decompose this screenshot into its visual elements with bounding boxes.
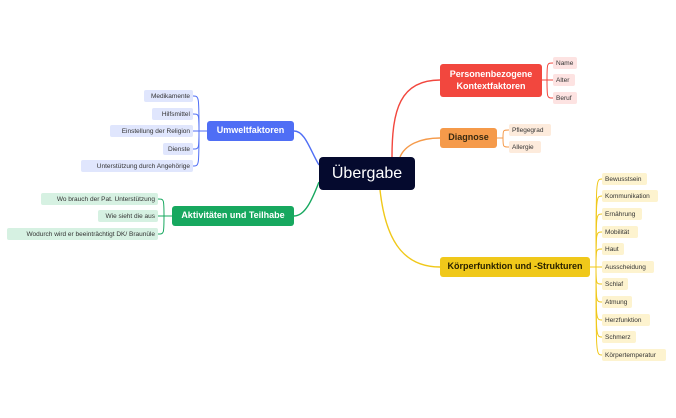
connector-personen-leaf-2 [546,79,554,99]
connector-koerper-leaf-10 [595,266,603,356]
branch-personenbezogene-kontextfaktoren[interactable]: Personenbezogene Kontextfaktoren [440,64,542,97]
leaf-schlaf[interactable]: Schlaf [602,278,628,290]
leaf-name[interactable]: Name [553,57,577,69]
leaf-hilfsmittel[interactable]: Hilfsmittel [152,108,193,120]
leaf-wodurch-wird-er-beeintraechtigt[interactable]: Wodurch wird er beeinträchtigt DK/ Braun… [7,228,158,240]
leaf-label: Ausscheidung [605,263,646,271]
branch-label-line-2: Kontextfaktoren [456,80,526,91]
leaf-koerpertemperatur[interactable]: Körpertemperatur [602,349,666,361]
connector-aktivitaeten-leaf-0 [157,198,165,217]
leaf-label: Herzfunktion [605,316,642,324]
branch-label: Umweltfaktoren [216,125,285,136]
leaf-atmung[interactable]: Atmung [602,296,632,308]
leaf-label: Alter [556,76,570,84]
branch-koerperfunktion-und-strukturen[interactable]: Körperfunktion und -Strukturen [440,257,590,277]
leaf-label: Beruf [556,94,572,102]
leaf-wo-brauch-der-pat-unterstuetzung[interactable]: Wo brauch der Pat. Unterstützung [41,193,158,205]
connector-umwelt-leaf-1 [192,113,200,132]
connector-umwelt-leaf-0 [192,95,200,132]
leaf-haut[interactable]: Haut [602,243,624,255]
leaf-label: Wie sieht die aus [105,212,156,220]
leaf-label: Schmerz [605,333,631,341]
connector-koerper-leaf-8 [595,266,603,321]
leaf-bewusstsein[interactable]: Bewusstsein [602,173,647,185]
leaf-medikamente[interactable]: Medikamente [144,90,193,102]
leaf-ernaehrung[interactable]: Ernährung [602,208,642,220]
branch-label: Aktivitäten und Teilhabe [181,210,285,221]
branch-diagnose[interactable]: Diagnose [440,128,497,148]
leaf-label: Ernährung [605,210,636,218]
leaf-label: Bewusstsein [605,175,642,183]
leaf-einstellung-der-religion[interactable]: Einstellung der Religion [110,125,193,137]
leaf-allergie[interactable]: Allergie [509,141,541,153]
leaf-label: Allergie [512,143,534,151]
leaf-label: Hilfsmittel [161,110,190,118]
leaf-kommunikation[interactable]: Kommunikation [602,190,658,202]
leaf-alter[interactable]: Alter [553,74,575,86]
branch-label: Körperfunktion und -Strukturen [447,261,583,272]
leaf-label: Name [556,59,574,67]
branch-label-line-1: Personenbezogene [449,69,533,80]
leaf-label: Pflegegrad [512,126,544,134]
leaf-label: Kommunikation [605,192,650,200]
leaf-schmerz[interactable]: Schmerz [602,331,636,343]
connector-umwelt-leaf-3 [192,130,200,150]
leaf-beruf[interactable]: Beruf [553,92,577,104]
leaf-label: Wodurch wird er beeinträchtigt DK/ Braun… [26,230,156,238]
leaf-label: Unterstützung durch Angehörige [96,162,190,170]
leaf-wie-sieht-die-aus[interactable]: Wie sieht die aus [98,210,158,222]
leaf-label: Mobilität [605,228,630,236]
branch-umweltfaktoren[interactable]: Umweltfaktoren [207,121,294,141]
connector-diagnose-leaf-1 [502,137,510,148]
connector-center-koerper [379,189,441,268]
leaf-herzfunktion[interactable]: Herzfunktion [602,314,650,326]
connector-center-umwelt [293,130,320,166]
connector-center-diagnose [399,137,441,158]
connector-center-personen [391,79,441,158]
connector-koerper-leaf-4 [595,248,603,268]
branch-aktivitaeten-und-teilhabe[interactable]: Aktivitäten und Teilhabe [172,206,294,226]
leaf-dienste[interactable]: Dienste [163,143,193,155]
leaf-label: Schlaf [605,280,624,288]
connector-personen-leaf-0 [546,62,554,81]
connector-umwelt-leaf-4 [192,130,200,167]
leaf-label: Haut [605,245,619,253]
leaf-label: Körpertemperatur [605,351,656,359]
leaf-label: Medikamente [150,92,190,100]
branch-label: Diagnose [448,132,489,143]
leaf-label: Dienste [167,145,190,153]
leaf-mobilitaet[interactable]: Mobilität [602,226,638,238]
connector-aktivitaeten-leaf-2 [157,215,165,235]
central-topic-label: Übergabe [331,164,403,182]
leaf-label: Wo brauch der Pat. Unterstützung [56,195,155,203]
connector-center-aktivitaeten [293,181,320,217]
connector-diagnose-leaf-0 [502,129,510,139]
connector-koerper-leaf-2 [595,213,603,268]
leaf-pflegegrad[interactable]: Pflegegrad [509,124,551,136]
leaf-ausscheidung[interactable]: Ausscheidung [602,261,654,273]
leaf-label: Atmung [605,298,628,306]
leaf-label: Einstellung der Religion [121,127,190,135]
leaf-unterstuetzung-durch-angehoerige[interactable]: Unterstützung durch Angehörige [81,160,193,172]
central-topic[interactable]: Übergabe [319,157,415,190]
